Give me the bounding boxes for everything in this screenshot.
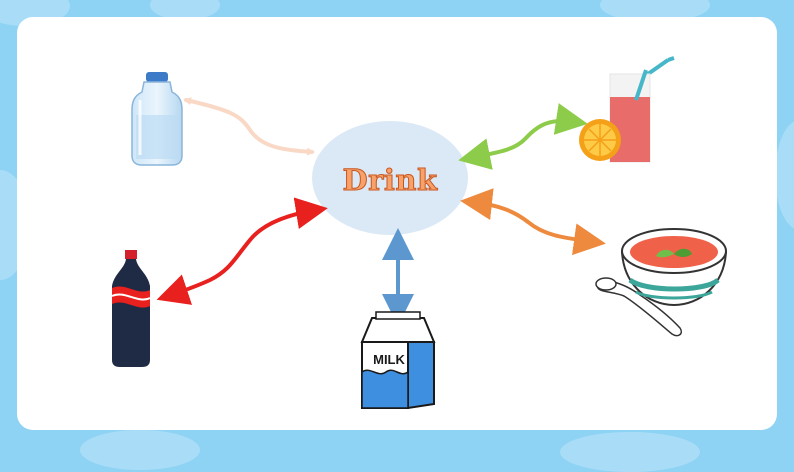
milk-carton-label: MILK bbox=[373, 352, 405, 367]
arrow-juice bbox=[458, 103, 588, 170]
water-bottle-icon bbox=[131, 72, 183, 166]
soup-bowl-icon bbox=[595, 228, 728, 337]
juice-glass-icon bbox=[579, 56, 675, 163]
background-cloud bbox=[600, 0, 710, 22]
background-cloud bbox=[775, 120, 794, 230]
arrow-cola bbox=[156, 197, 328, 305]
cola-bottle-icon bbox=[111, 250, 151, 367]
center-label: Drink bbox=[342, 163, 438, 198]
arrow-water bbox=[183, 97, 315, 156]
background-cloud bbox=[150, 0, 220, 20]
center-bubble bbox=[312, 121, 468, 235]
arrow-soup bbox=[460, 188, 606, 256]
mind-map-diagram bbox=[111, 56, 728, 410]
milk-carton-icon bbox=[360, 311, 436, 410]
